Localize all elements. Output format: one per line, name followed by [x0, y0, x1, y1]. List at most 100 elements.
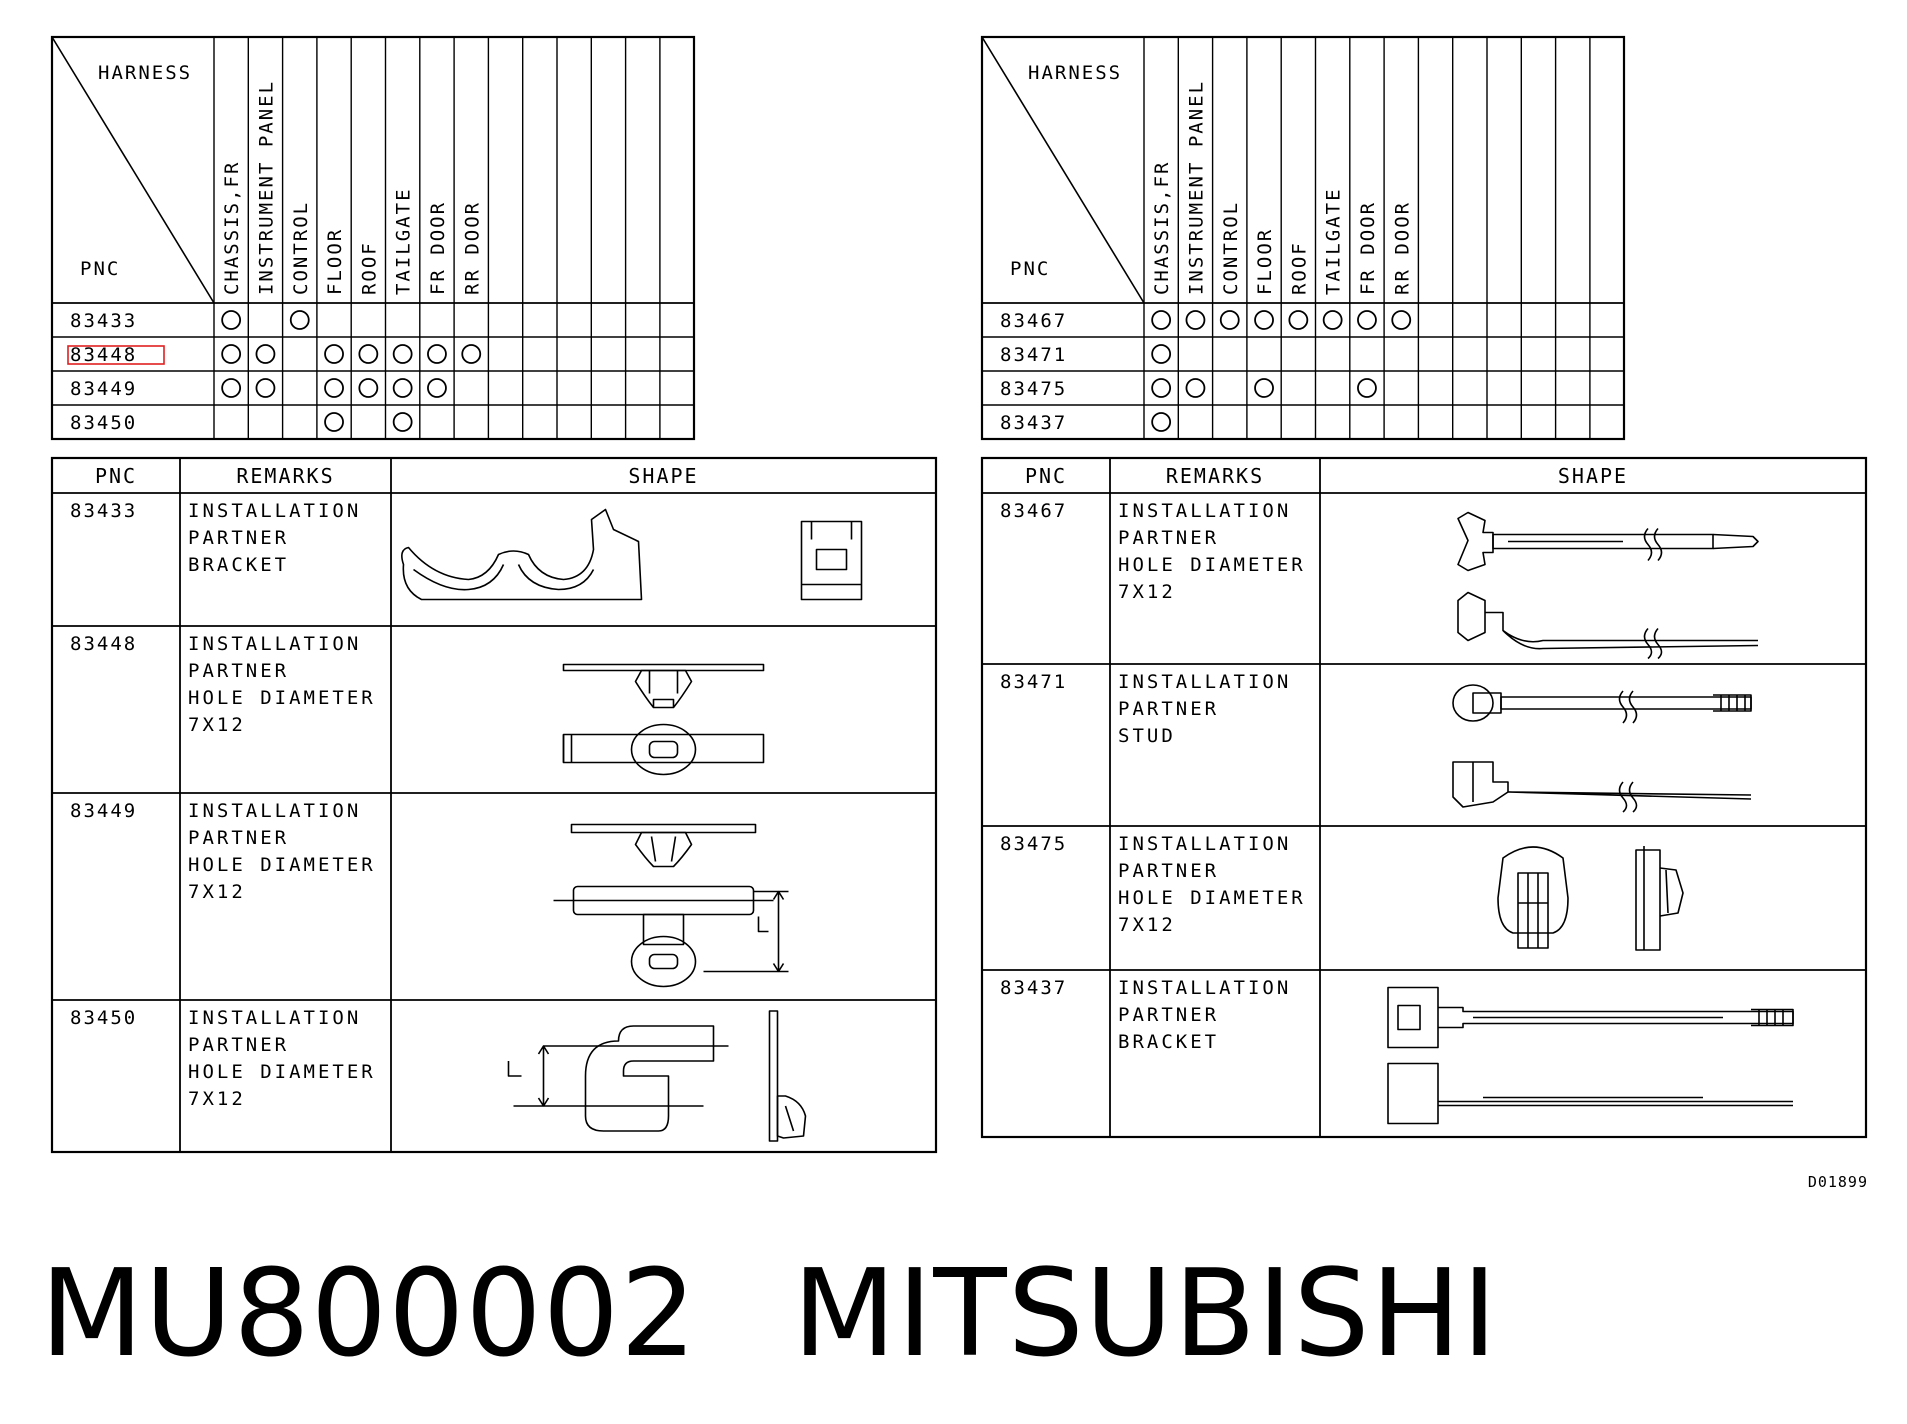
- harness-column-label: FLOOR: [1254, 228, 1276, 295]
- clip-plate-part: [562, 723, 765, 776]
- fitment-circle: [392, 378, 413, 398]
- band-clip-part: [1457, 511, 1759, 572]
- parts-pnc-cell: 83475: [1000, 833, 1067, 855]
- bracket-band-part: [1387, 986, 1794, 1049]
- fitment-circle: [1151, 310, 1172, 330]
- bracket-clip-drawing: [401, 508, 863, 601]
- fitment-circle: [427, 344, 447, 364]
- remarks-line: HOLE DIAMETER: [188, 854, 376, 876]
- dimension-label: [507, 1061, 522, 1077]
- pnc-cell: 83471: [1000, 344, 1067, 366]
- clip-base: [630, 935, 697, 988]
- clip-oval: [1497, 846, 1569, 934]
- fitment-circle: [392, 412, 413, 432]
- harness-column-label: CHASSIS,FR: [221, 161, 243, 295]
- harness-column-label: RR DOOR: [461, 201, 483, 295]
- header-shape: SHAPE: [1558, 464, 1628, 488]
- fitment-circle: [1185, 378, 1206, 398]
- highlight-box: [67, 345, 165, 365]
- dimension-label: [757, 916, 769, 933]
- dimension: [703, 890, 789, 973]
- bracket-clip-part: [401, 508, 643, 601]
- clip-head: [1457, 511, 1494, 572]
- harness-column-label: INSTRUMENT PANEL: [255, 80, 277, 295]
- pnc-cell: 83437: [1000, 412, 1067, 434]
- plate: [562, 663, 765, 672]
- remarks-line: PARTNER: [188, 1034, 289, 1056]
- remarks-line: INSTALLATION: [1118, 671, 1291, 693]
- harness-column-label: ROOF: [358, 241, 380, 295]
- band: [1492, 533, 1714, 550]
- band: [1438, 1096, 1793, 1107]
- parts-pnc-cell: 83467: [1000, 500, 1067, 522]
- band-tip: [1713, 694, 1752, 712]
- fitment-circle: [1357, 310, 1377, 330]
- remarks-line: PARTNER: [1118, 527, 1219, 549]
- hole-clip-drawing: [1497, 846, 1684, 951]
- harness-column-label: CHASSIS,FR: [1151, 161, 1173, 295]
- remarks-line: 7X12: [1118, 581, 1176, 603]
- bracket-head: [1387, 986, 1439, 1049]
- pnc-cell: 83433: [70, 310, 137, 332]
- break-mark: [1618, 781, 1638, 813]
- harness-table-frame: [980, 35, 1626, 441]
- remarks-line: 7X12: [188, 714, 246, 736]
- band-tip: [1751, 1008, 1794, 1027]
- clip-head: [634, 669, 693, 709]
- fitment-circle: [1288, 310, 1309, 330]
- parts-table-frame: [50, 456, 938, 1154]
- plate: [768, 1010, 779, 1142]
- clip-detail: [1518, 873, 1548, 948]
- remarks-line: 7X12: [188, 1088, 246, 1110]
- elbow-body: [584, 1025, 715, 1132]
- stud-head: [1452, 684, 1494, 722]
- fitment-circle: [358, 344, 379, 364]
- clip-elbow-part: [507, 1025, 729, 1132]
- remarks-line: INSTALLATION: [1118, 500, 1291, 522]
- remarks-line: INSTALLATION: [188, 633, 361, 655]
- footer-title: MU800002 MITSUBISHI: [40, 1245, 1498, 1384]
- clip-body: [800, 520, 863, 601]
- pnc-cell: 83450: [70, 412, 137, 434]
- clip-head: [776, 1095, 807, 1139]
- harness-column-label: RR DOOR: [1391, 201, 1413, 295]
- pnc-cell: 83448: [70, 344, 137, 366]
- remarks-line: HOLE DIAMETER: [188, 1061, 376, 1083]
- fitment-circle: [1185, 310, 1206, 330]
- corner-label-harness: HARNESS: [98, 62, 192, 84]
- fitment-circle: [1219, 310, 1240, 330]
- parts-pnc-cell: 83448: [70, 633, 137, 655]
- pnc-cell: 83467: [1000, 310, 1067, 332]
- part-number: MU800002: [40, 1245, 698, 1384]
- break-mark: [1643, 527, 1663, 562]
- harness-column-label: TAILGATE: [1323, 187, 1345, 295]
- stud-band-part: [1452, 684, 1752, 724]
- bracket-clip-part: [800, 520, 863, 601]
- remarks-line: HOLE DIAMETER: [188, 687, 376, 709]
- remarks-line: INSTALLATION: [188, 1007, 361, 1029]
- parts-pnc-cell: 83449: [70, 800, 137, 822]
- fitment-circle: [255, 378, 276, 398]
- band-clip-part: [1457, 591, 1759, 660]
- header-pnc: PNC: [95, 464, 137, 488]
- clip-shank: [1517, 872, 1549, 949]
- clip-window: [815, 548, 848, 571]
- parts-pnc-cell: 83450: [70, 1007, 137, 1029]
- remarks-line: HOLE DIAMETER: [1118, 887, 1306, 909]
- stud-neck: [1472, 692, 1502, 714]
- remarks-line: PARTNER: [1118, 698, 1219, 720]
- clip-plate-part: [562, 663, 765, 709]
- corner-label-harness: HARNESS: [1028, 62, 1122, 84]
- brand-name: MITSUBISHI: [792, 1245, 1499, 1384]
- figure-code: D01899: [1808, 1173, 1868, 1191]
- clip-base: [630, 723, 697, 776]
- band-clip-drawing: [1457, 511, 1759, 660]
- remarks-line: PARTNER: [188, 827, 289, 849]
- clip-head: [1457, 591, 1486, 642]
- fitment-circle: [392, 344, 413, 364]
- remarks-line: BRACKET: [1118, 1031, 1219, 1053]
- hole-clip-part: [1497, 846, 1569, 949]
- bracket-band-part: [1387, 1062, 1793, 1125]
